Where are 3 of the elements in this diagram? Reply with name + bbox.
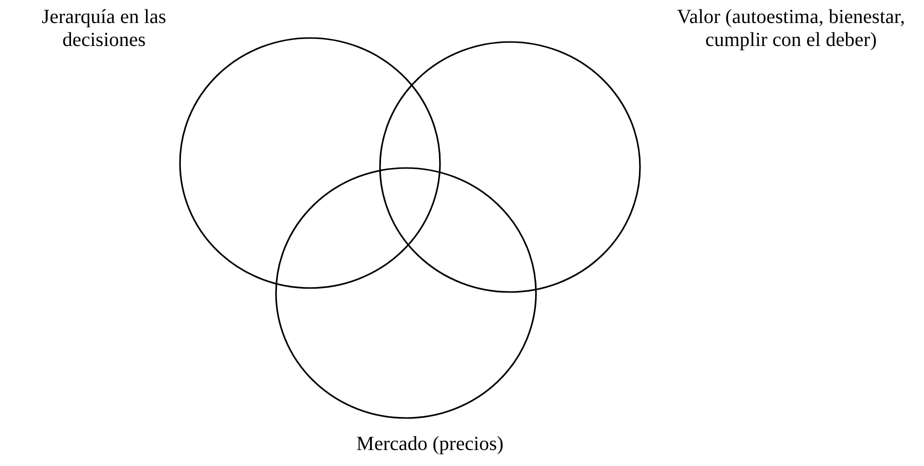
set-label: Mercado (precios) [355, 433, 505, 456]
set-label: Jerarquía en las decisiones [40, 6, 168, 52]
set-label: Valor (autoestima, bienestar, cumplir con el deber) [676, 6, 906, 52]
